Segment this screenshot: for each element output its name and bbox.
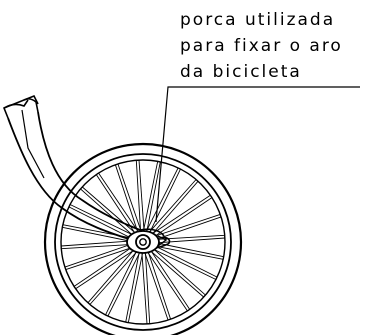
spoke (144, 250, 151, 324)
spoke (151, 237, 225, 244)
spokes (61, 160, 225, 324)
spoke (149, 194, 211, 236)
spoke (144, 167, 179, 234)
spoke (149, 248, 191, 310)
rim (60, 159, 226, 325)
spoke (142, 161, 159, 234)
fork-dropout-top (139, 228, 165, 237)
spoke (69, 204, 137, 237)
spoke (138, 160, 145, 234)
spoke (73, 245, 135, 287)
spoke (151, 244, 224, 260)
spoke (65, 246, 136, 271)
fork-blade-right (37, 111, 141, 231)
spoke (62, 226, 135, 243)
spoke (145, 161, 161, 234)
spoke (114, 164, 139, 235)
leader-line (155, 86, 360, 223)
spoke (150, 246, 206, 296)
tire-outer (43, 142, 243, 335)
spoke (149, 247, 217, 280)
hub (126, 230, 168, 254)
fork (3, 94, 171, 250)
spoke (141, 250, 148, 324)
tire-inner (54, 153, 232, 331)
annotation-line-1: porca utilizada (180, 10, 336, 30)
spoke (151, 197, 213, 239)
spoke (125, 250, 141, 323)
spoke (81, 186, 138, 236)
annotation-line-3: da bicicleta (180, 62, 302, 82)
spoke (75, 248, 137, 290)
spoke (151, 243, 218, 278)
spoke (147, 179, 197, 235)
hub-flange (157, 235, 168, 247)
spoke (107, 250, 142, 317)
fork-inner-line (21, 109, 45, 179)
spoke (61, 240, 135, 247)
spoke (68, 206, 135, 241)
spoke (148, 168, 181, 236)
hub-axle (139, 238, 147, 246)
spoke (64, 242, 135, 268)
spoke (117, 163, 143, 234)
spoke (127, 250, 144, 323)
spoke (143, 250, 169, 321)
fork-blade-left (7, 117, 133, 241)
annotation-line-2: para fixar o aro (180, 36, 343, 56)
spoke (105, 248, 138, 316)
spoke (148, 248, 205, 298)
spoke (87, 247, 137, 304)
spoke (61, 243, 135, 250)
spoke (98, 172, 140, 234)
spoke (135, 160, 142, 234)
spoke (80, 188, 136, 238)
spoke (147, 249, 172, 320)
spoke (151, 241, 224, 258)
spoke (149, 180, 199, 237)
spoke (146, 250, 188, 312)
fork-top-edge (3, 94, 39, 109)
spoke (89, 249, 139, 305)
